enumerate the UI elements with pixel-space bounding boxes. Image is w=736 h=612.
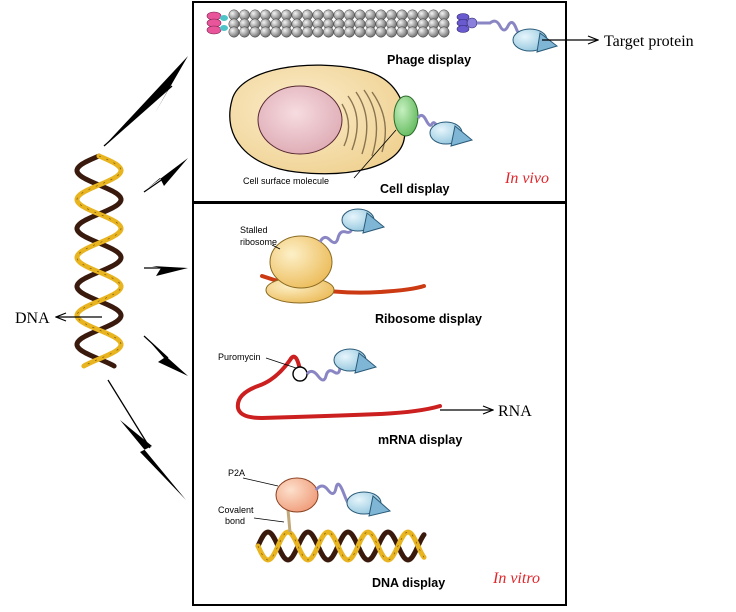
arrow-to-mrna-shaft — [143, 335, 169, 359]
coat-protein-sphere — [228, 26, 240, 38]
arrow-to-cell — [148, 158, 188, 188]
coat-protein-sphere — [428, 26, 439, 38]
p2a-linker — [314, 482, 352, 506]
covalent-bond-line — [286, 509, 292, 533]
nucleus — [257, 85, 343, 155]
dna-display-helix — [255, 529, 427, 563]
p2a-protein — [275, 477, 319, 513]
stalled-ribosome-label-line2: ribosome — [240, 237, 277, 247]
helix-strand-dark — [255, 529, 427, 563]
phage-display-label: Phage display — [387, 53, 471, 67]
dna-display-construct — [242, 477, 427, 563]
mrna-construct — [235, 348, 442, 421]
coat-protein-sphere — [270, 26, 282, 38]
arrow-to-cell-shaft — [143, 173, 171, 193]
target-protein-label: Target protein — [604, 33, 694, 50]
coat-protein-sphere — [417, 26, 429, 38]
cell-surface-molecule — [393, 95, 419, 137]
coat-protein-sphere — [291, 26, 303, 38]
coat-protein-sphere — [396, 26, 408, 38]
arrow-to-phage-shaft — [103, 85, 173, 147]
cell-linker — [416, 113, 440, 129]
puromycin-molecule — [292, 366, 308, 382]
dispatch-arrows — [103, 56, 188, 500]
cell — [229, 64, 474, 179]
phage-coat-proteins — [228, 9, 450, 38]
ribosome-display-label: Ribosome display — [375, 312, 482, 326]
coat-protein-sphere — [333, 26, 345, 38]
helix-strand-detail — [76, 155, 122, 367]
p2a-label: P2A — [228, 468, 245, 478]
coat-protein-sphere — [312, 26, 324, 38]
dna-display-label: DNA display — [372, 576, 445, 590]
ribosome-construct — [260, 208, 426, 304]
helix-strand-gold — [255, 529, 427, 563]
coat-protein-sphere — [386, 26, 397, 38]
in-vitro-panel — [192, 202, 567, 606]
coat-protein-sphere — [354, 26, 366, 38]
coat-protein-sphere — [375, 26, 387, 38]
mrna-display-label: mRNA display — [378, 433, 462, 447]
cell-surface-molecule-label: Cell surface molecule — [243, 176, 329, 186]
dna-display-target-protein — [346, 491, 392, 517]
dna-label: DNA — [15, 310, 50, 327]
phage-linker — [477, 19, 524, 37]
coat-protein-sphere — [260, 26, 271, 38]
mrna-target-protein — [333, 348, 378, 374]
coat-protein-sphere — [344, 26, 355, 38]
ribosome-linker — [318, 225, 354, 245]
in-vivo-label: In vivo — [504, 170, 549, 187]
coat-protein-sphere — [438, 26, 450, 38]
endoplasmic-reticulum — [341, 89, 387, 157]
mrna-linker — [305, 365, 342, 382]
puromycin-label: Puromycin — [218, 352, 261, 362]
coat-protein-sphere — [407, 26, 418, 38]
covalent-bond-label-line2: bond — [225, 516, 245, 526]
mrna-strand — [235, 354, 442, 421]
cell-target-protein — [429, 121, 474, 147]
ribosome-target-protein — [341, 208, 386, 234]
main-dna-helix — [74, 153, 124, 369]
in-vitro-label: In vitro — [492, 570, 540, 587]
arrow-to-dna-display — [120, 420, 186, 500]
ribosome-large-subunit — [269, 235, 333, 289]
coat-protein-sphere — [239, 26, 250, 38]
phage-particle — [206, 9, 559, 53]
cell-display-label: Cell display — [380, 182, 450, 196]
coat-protein-sphere — [365, 26, 376, 38]
covalent-bond-label-line1: Covalent — [218, 505, 254, 515]
coat-protein-sphere — [281, 26, 292, 38]
stalled-ribosome-label-line1: Stalled — [240, 225, 268, 235]
arrow-to-dna-display-shaft — [107, 379, 151, 449]
coat-protein-sphere — [249, 26, 261, 38]
phage-end-caps — [206, 11, 478, 35]
rna-label: RNA — [498, 403, 532, 420]
coat-protein-sphere — [302, 26, 313, 38]
coat-protein-sphere — [323, 26, 334, 38]
phage-target-protein — [512, 28, 559, 53]
arrow-to-phage — [104, 56, 188, 146]
